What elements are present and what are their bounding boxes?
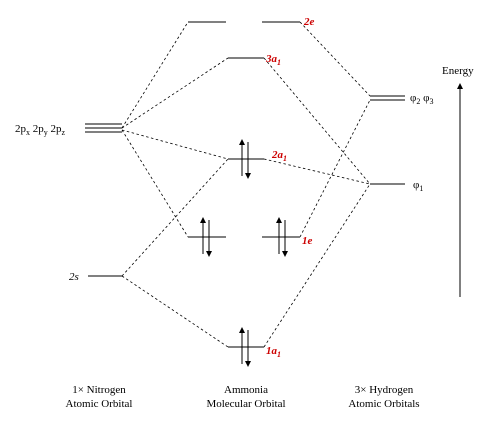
mo-3a1-label: 3a1 xyxy=(265,53,281,67)
correlation-lines xyxy=(121,21,371,348)
corr-1a1-phi1 xyxy=(263,183,371,348)
corr-2p-1e xyxy=(121,129,189,238)
mo-2a1-label: 2a1 xyxy=(271,149,287,163)
corr-2p-2e xyxy=(121,21,189,129)
nitrogen-orbitals: 2px 2py 2pz 2s xyxy=(15,123,122,283)
corr-1e-phi23 xyxy=(299,99,371,238)
nitrogen-caption-line1: 1× Nitrogen xyxy=(72,384,126,396)
energy-axis-label: Energy xyxy=(442,65,474,77)
nitrogen-caption-line2: Atomic Orbital xyxy=(66,398,133,410)
corr-3a1-phi1 xyxy=(263,57,371,185)
electron-pair-2a1 xyxy=(239,139,251,179)
h-phi23-label: φ2 φ3 xyxy=(410,92,433,106)
mo-1e-label: 1e xyxy=(302,235,313,247)
corr-2p-3a1 xyxy=(121,57,229,129)
ammonia-caption-line1: Ammonia xyxy=(224,384,268,396)
corr-2a1-phi1 xyxy=(263,158,371,185)
hydrogen-caption-line2: Atomic Orbitals xyxy=(348,398,419,410)
mo-1a1-label: 1a1 xyxy=(266,345,281,359)
electron-pair-1e-right xyxy=(276,217,288,257)
corr-2s-1a1 xyxy=(121,275,229,348)
electron-pair-1e-left xyxy=(200,217,212,257)
column-captions: 1× Nitrogen Atomic Orbital Ammonia Molec… xyxy=(66,384,420,410)
electron-pair-1a1 xyxy=(239,327,251,367)
ammonia-caption-line2: Molecular Orbital xyxy=(206,398,285,410)
corr-2s-2a1 xyxy=(121,158,229,277)
hydrogen-orbitals: φ2 φ3 φ1 xyxy=(370,92,433,193)
molecular-orbitals: 2e 3a1 2a1 1e 1a1 xyxy=(188,16,315,367)
hydrogen-caption-line1: 3× Hydrogen xyxy=(355,384,414,396)
h-phi1-label: φ1 xyxy=(413,179,423,193)
corr-2p-2a1 xyxy=(121,129,229,160)
n-2s-label: 2s xyxy=(69,271,79,283)
energy-axis: Energy xyxy=(442,65,474,297)
n-2p-label: 2px 2py 2pz xyxy=(15,123,66,137)
corr-2e-phi23 xyxy=(299,21,371,97)
mo-2e-label: 2e xyxy=(303,16,315,28)
